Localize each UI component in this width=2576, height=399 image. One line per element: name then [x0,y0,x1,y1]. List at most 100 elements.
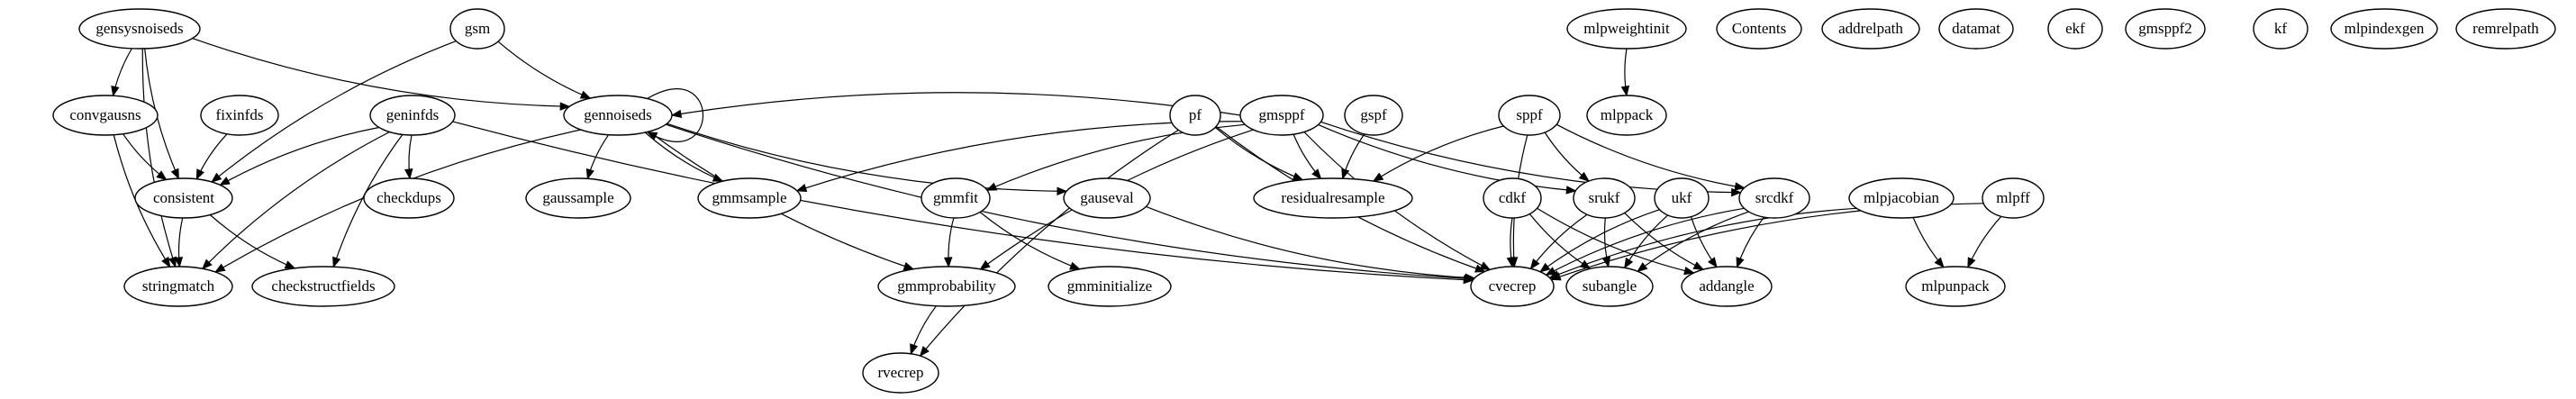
node-geninfds: geninfds [369,95,456,136]
node-ellipse [1566,8,1687,50]
node-ellipse [1470,266,1555,307]
edge-arrowhead [1549,272,1562,281]
edge-arrowhead [585,168,594,180]
edge-arrowhead [201,258,213,270]
node-ellipse [251,266,395,307]
node-srukf: srukf [1573,177,1636,219]
edge-sppf-to-srukf [1544,131,1590,182]
edge-gmmprobability-to-rvecrep [910,305,937,356]
node-ellipse [2047,8,2103,50]
node-gennoiseds: gennoiseds [563,95,673,136]
node-ellipse [1169,95,1221,136]
node-ellipse [2330,8,2438,50]
node-label: gspf [1360,106,1387,123]
node-ellipse [1905,266,2006,307]
node-ellipse [1063,177,1151,219]
node-ellipse [1498,95,1561,136]
edge-gmsppf-to-srukf [1318,123,1577,195]
node-ellipse [1938,8,2014,50]
node-label: mlpff [1996,189,2030,206]
node-gensysnoiseds: gensysnoiseds [78,8,201,50]
edge-arrowhead [1683,266,1695,276]
edge-arrowhead [1292,172,1304,181]
node-label: remrelpath [2472,20,2539,37]
node-mlpindexgen: mlpindexgen [2330,8,2438,50]
edge-srcdkf-to-subangle [1637,211,1749,273]
edge-line [979,212,1080,270]
node-datamat: datamat [1938,8,2014,50]
edge-srukf-to-subangle [1601,217,1611,268]
edge-line [1624,214,1668,268]
edge-gmsppf-to-gennoiseds [670,92,1241,119]
node-gsm: gsm [449,8,505,50]
edge-arrowhead [1620,85,1630,97]
node-label: consistent [153,189,214,206]
edge-gennoiseds-to-gauseval [667,122,1068,196]
edge-line [667,122,1067,192]
edge-gspf-to-residualresample [1341,133,1365,180]
node-label: gmsppf2 [2138,20,2192,37]
node-gmmprobability: gmmprobability [877,266,1016,307]
edge-geninfds-to-consistent [219,126,379,186]
edge-arrowhead [910,343,919,356]
node-ellipse [921,177,991,219]
node-ellipse [1253,177,1413,219]
edge-arrowhead [985,182,998,191]
node-label: stringmatch [142,277,215,295]
node-label: gmmsample [712,189,786,206]
edge-arrowhead [795,184,808,193]
edge-arrowhead [1578,171,1590,182]
edge-arrowhead [1731,187,1742,197]
node-ellipse [2253,8,2308,50]
node-sppf: sppf [1498,95,1561,136]
node-ellipse [134,177,233,219]
node-gmmsample: gmmsample [697,177,802,219]
node-kf: kf [2253,8,2308,50]
node-ellipse [563,95,673,136]
edge-arrowhead [1545,267,1557,276]
node-mlpunpack: mlpunpack [1905,266,2006,307]
edge-consistent-to-checkstructfields [209,214,296,269]
node-label: Contents [1732,20,1786,37]
edge-arrowhead [219,177,231,186]
node-stringmatch: stringmatch [123,266,233,307]
node-gmmfit: gmmfit [921,177,991,219]
node-label: gmmprobability [897,277,996,295]
node-ellipse [697,177,802,219]
node-label: ukf [1672,189,1692,206]
node-ellipse [1848,177,1955,219]
node-addrelpath: addrelpath [1821,8,1920,50]
edge-arrowhead [1637,262,1648,273]
node-label: mlpweightinit [1583,20,1670,37]
edge-gauseval-to-cvecrep [1146,205,1476,283]
node-ellipse [2125,8,2206,50]
edge-mlpff-to-mlpunpack [1967,215,2002,268]
edge-arrowhead [168,256,177,268]
node-ellipse [1681,266,1773,307]
node-ellipse [2455,8,2556,50]
edge-arrowhead [1479,261,1492,271]
edge-line [1214,126,1303,181]
edge-arrowhead [1506,256,1516,268]
node-ekf: ekf [2047,8,2103,50]
edge-arrowhead [1708,257,1718,268]
edge-arrowhead [1057,186,1068,196]
edge-srcdkf-to-cvecrep [1545,207,1745,276]
edge-arrowhead [1529,258,1540,270]
edge-arrowhead [670,109,683,119]
node-gspf: gspf [1344,95,1403,136]
node-label: convgausns [69,106,141,123]
node-ellipse [1344,95,1403,136]
edge-line [644,131,723,182]
node-mlpjacobian: mlpjacobian [1848,177,1955,219]
edge-pf-to-rvecrep [919,129,1179,358]
edge-arrowhead [579,90,592,99]
edge-ukf-to-subangle [1624,214,1668,269]
edge-arrowhead [332,256,341,268]
edge-arrowhead [919,346,930,358]
node-srcdkf: srcdkf [1738,177,1810,219]
edge-mlpweightinit-to-mlppack [1620,48,1630,97]
node-ellipse [369,95,456,136]
edge-line [647,88,703,142]
